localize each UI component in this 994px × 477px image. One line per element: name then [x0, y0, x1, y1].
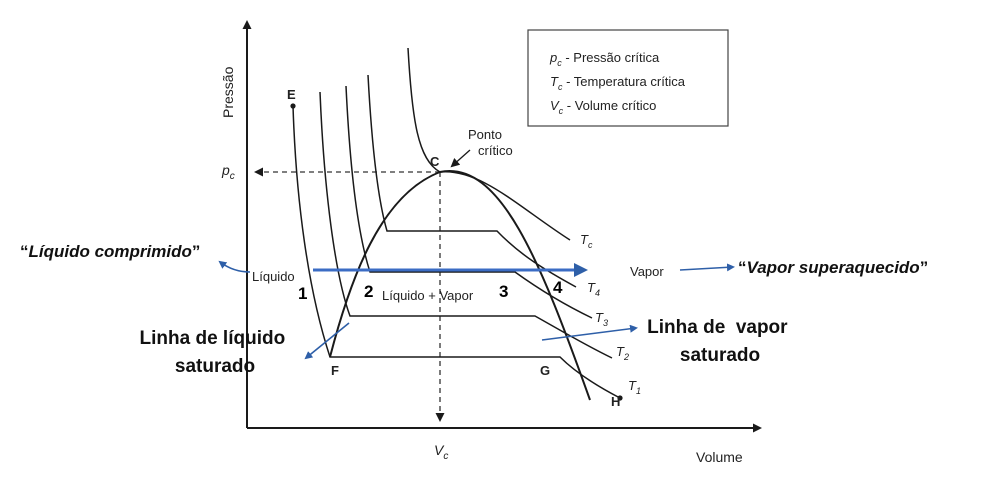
pc-label: pc — [221, 162, 235, 182]
point-f-label: F — [331, 363, 339, 378]
isotherm-t4-label: T4 — [587, 280, 600, 298]
region-vapor-label: Vapor — [630, 264, 664, 279]
region-liquido-vapor-label: Líquido + Vapor — [382, 288, 474, 303]
critical-point-arrow — [450, 149, 471, 168]
saturated-liquid-arrow — [304, 322, 350, 360]
isotherm-tc-label: Tc — [580, 232, 593, 250]
y-axis-label: Pressão — [220, 66, 236, 118]
state-1-label: 1 — [298, 284, 307, 303]
compressed-liquid-arrow — [218, 260, 251, 273]
point-e-label: E — [287, 87, 296, 102]
region-liquido-label: Líquido — [252, 269, 295, 284]
isotherm-t1 — [292, 105, 621, 399]
isotherm-t1-label: T1 — [628, 378, 641, 396]
legend-item-pc: pc - Pressão crítica — [549, 50, 660, 68]
point-h-dot — [617, 395, 623, 401]
isotherm-t2-label: T2 — [616, 344, 629, 362]
critical-point-label: Ponto crítico — [468, 127, 513, 158]
superheated-vapor-arrow — [679, 263, 735, 272]
isotherm-t2 — [319, 91, 613, 359]
saturated-vapor-annotation: Linha de vapor saturado — [647, 317, 793, 366]
state-4-label: 4 — [553, 278, 563, 297]
point-g-label: G — [540, 363, 550, 378]
state-3-label: 3 — [499, 282, 508, 301]
x-axis-label: Volume — [696, 449, 743, 465]
isotherm-t3-label: T3 — [595, 310, 608, 328]
superheated-vapor-annotation: “Vapor superaquecido” — [738, 258, 928, 277]
point-h-label: H — [611, 394, 620, 409]
state-2-label: 2 — [364, 282, 373, 301]
legend-item-vc: Vc - Volume crítico — [550, 98, 656, 116]
compressed-liquid-annotation: “Líquido comprimido” — [20, 242, 200, 261]
isotherm-t3 — [345, 85, 593, 319]
point-e-dot — [290, 103, 296, 109]
vc-label: Vc — [434, 442, 448, 462]
saturated-vapor-arrow — [541, 324, 638, 341]
legend: pc - Pressão crítica Tc - Temperatura cr… — [527, 29, 729, 127]
point-c-label: C — [430, 154, 440, 169]
legend-item-tc: Tc - Temperatura crítica — [550, 74, 686, 92]
legend-box — [527, 29, 729, 127]
saturated-liquid-annotation: Linha de líquido saturado — [140, 328, 291, 377]
isotherm-tc — [407, 47, 571, 241]
axes: Pressão Volume pc Vc — [220, 20, 762, 465]
